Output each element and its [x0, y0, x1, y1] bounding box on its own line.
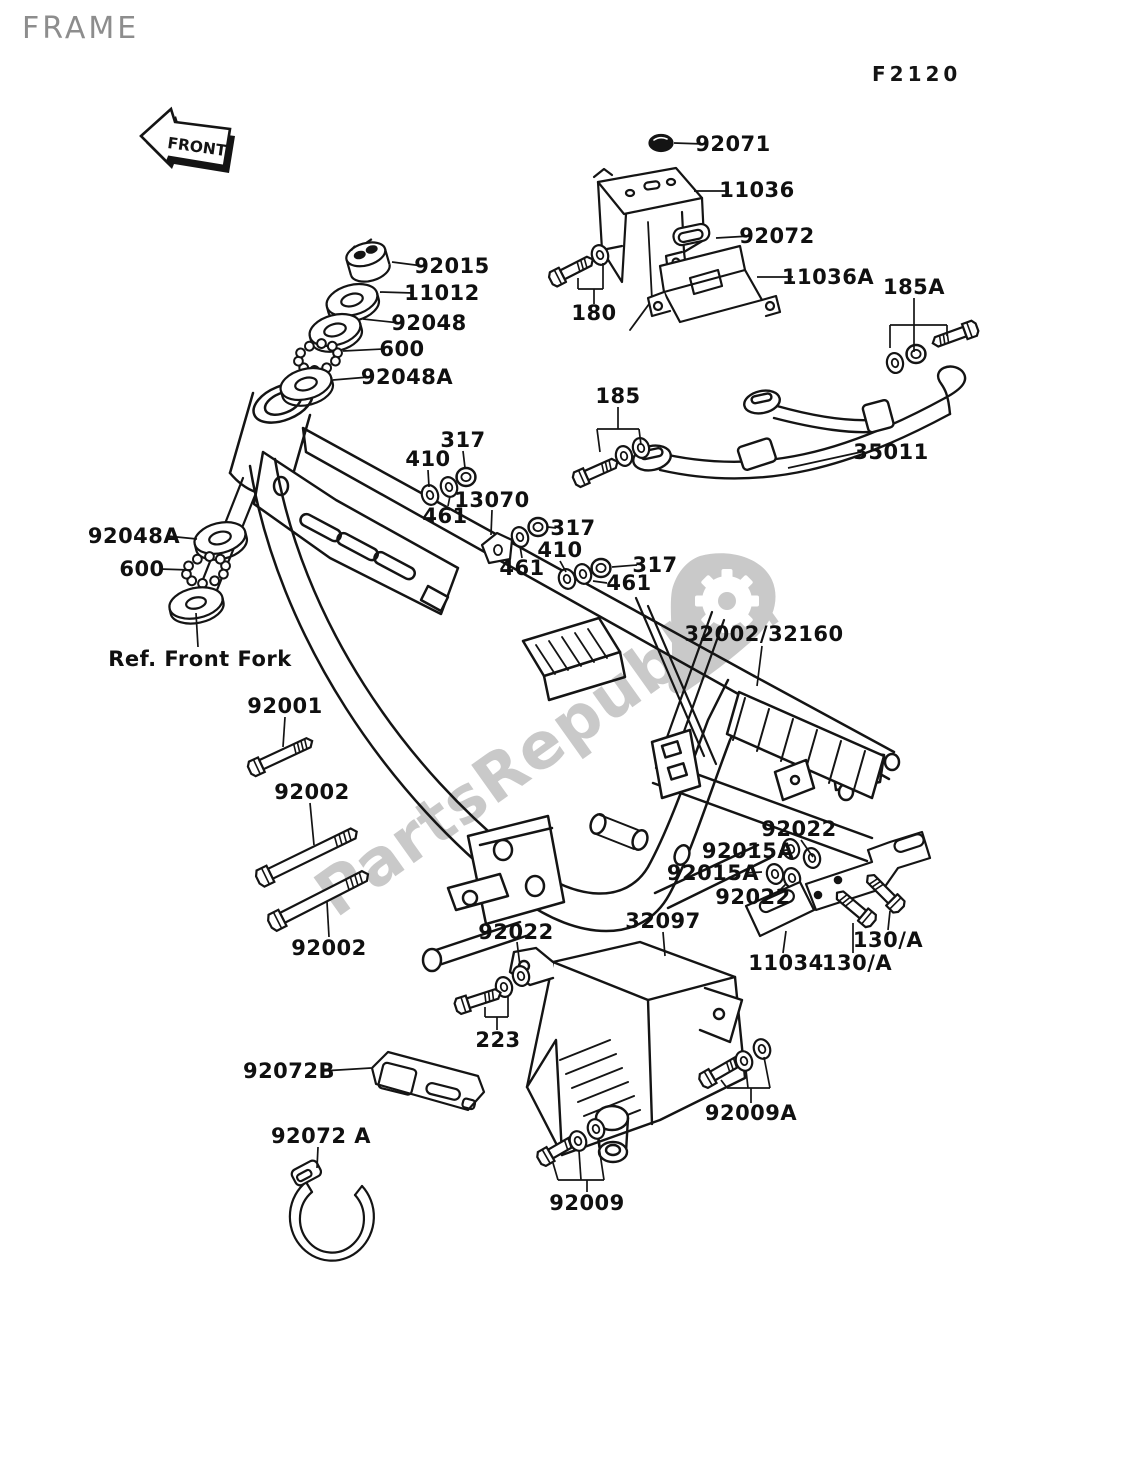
leader-line: [756, 645, 763, 687]
steering-stack-lower: [165, 516, 252, 630]
leader-line: [490, 509, 493, 536]
leader-line: [578, 1150, 582, 1181]
leader-line: [282, 716, 286, 748]
figure-code: F2120: [872, 62, 962, 86]
leader-line: [342, 348, 384, 352]
leader-line: [596, 428, 601, 453]
front-direction-marker: FRONT: [139, 106, 235, 173]
bracket-11036a: [646, 244, 782, 324]
battery-tray: [521, 616, 627, 702]
mid-bracket: [650, 728, 702, 800]
steering-gusset: [252, 450, 460, 616]
leader-line: [321, 1067, 372, 1072]
leader-line: [745, 1069, 749, 1089]
cradle-loop-outer: [248, 464, 752, 933]
leader-line: [592, 580, 608, 584]
steering-stack-top: [275, 238, 391, 413]
leader-line: [362, 318, 401, 324]
leader-line: [800, 839, 814, 858]
leader-line: [427, 469, 430, 488]
stay-bracket-cluster: [744, 830, 932, 938]
leader-line: [763, 1056, 771, 1089]
band-clamp-92072a: [288, 1159, 375, 1262]
leader-lines-layer: [159, 142, 948, 1192]
leader-line: [638, 428, 642, 446]
battery-box-32097: [508, 940, 747, 1164]
leader-line: [559, 560, 567, 573]
leader-line: [166, 535, 198, 540]
leader-line: [309, 802, 315, 846]
leader-line: [887, 910, 891, 931]
leader-line: [391, 261, 424, 267]
damper-92072: [672, 222, 711, 247]
leader-line: [547, 526, 557, 529]
page-title: FRAME: [22, 11, 140, 46]
leader-line: [745, 871, 763, 874]
grab-rail-35011: [632, 365, 967, 480]
leader-line: [787, 451, 862, 469]
spacers: [589, 813, 691, 866]
leader-line: [597, 1139, 605, 1181]
leader-line: [720, 1079, 728, 1089]
leader-line: [379, 291, 414, 294]
fastener-clusters: [418, 466, 612, 593]
wedge-13070: [480, 531, 514, 565]
leader-line: [776, 883, 787, 894]
leader-line: [159, 568, 191, 571]
lower-left-rail: [421, 872, 528, 973]
leader-line: [326, 901, 330, 938]
front-arrow-icon: [139, 106, 232, 168]
strap-92072b: [370, 1050, 486, 1112]
leader-line: [673, 142, 705, 145]
hardware-185a: [883, 318, 981, 376]
frame-line-art: [196, 382, 901, 973]
leader-line: [779, 849, 788, 852]
leader-line: [462, 450, 466, 469]
leader-line: [662, 931, 666, 957]
leader-line: [552, 1162, 559, 1181]
damper-92072-slot: [677, 228, 704, 244]
pivot-plates: [466, 814, 566, 926]
leader-line: [316, 1146, 319, 1169]
leader-line: [195, 612, 199, 648]
leader-line: [447, 495, 451, 507]
rear-carrier: [725, 690, 886, 800]
backbone-tubes: [301, 426, 756, 702]
leader-line: [715, 235, 751, 239]
leader-line: [782, 930, 787, 954]
leader-line: [332, 376, 370, 381]
leader-line: [516, 941, 521, 967]
strap-11034: [744, 880, 816, 938]
watermark-gear-icon: [695, 569, 759, 633]
coil-bracket-assembly: [546, 133, 782, 331]
leader-line: [611, 564, 638, 568]
leader-line: [519, 545, 523, 559]
